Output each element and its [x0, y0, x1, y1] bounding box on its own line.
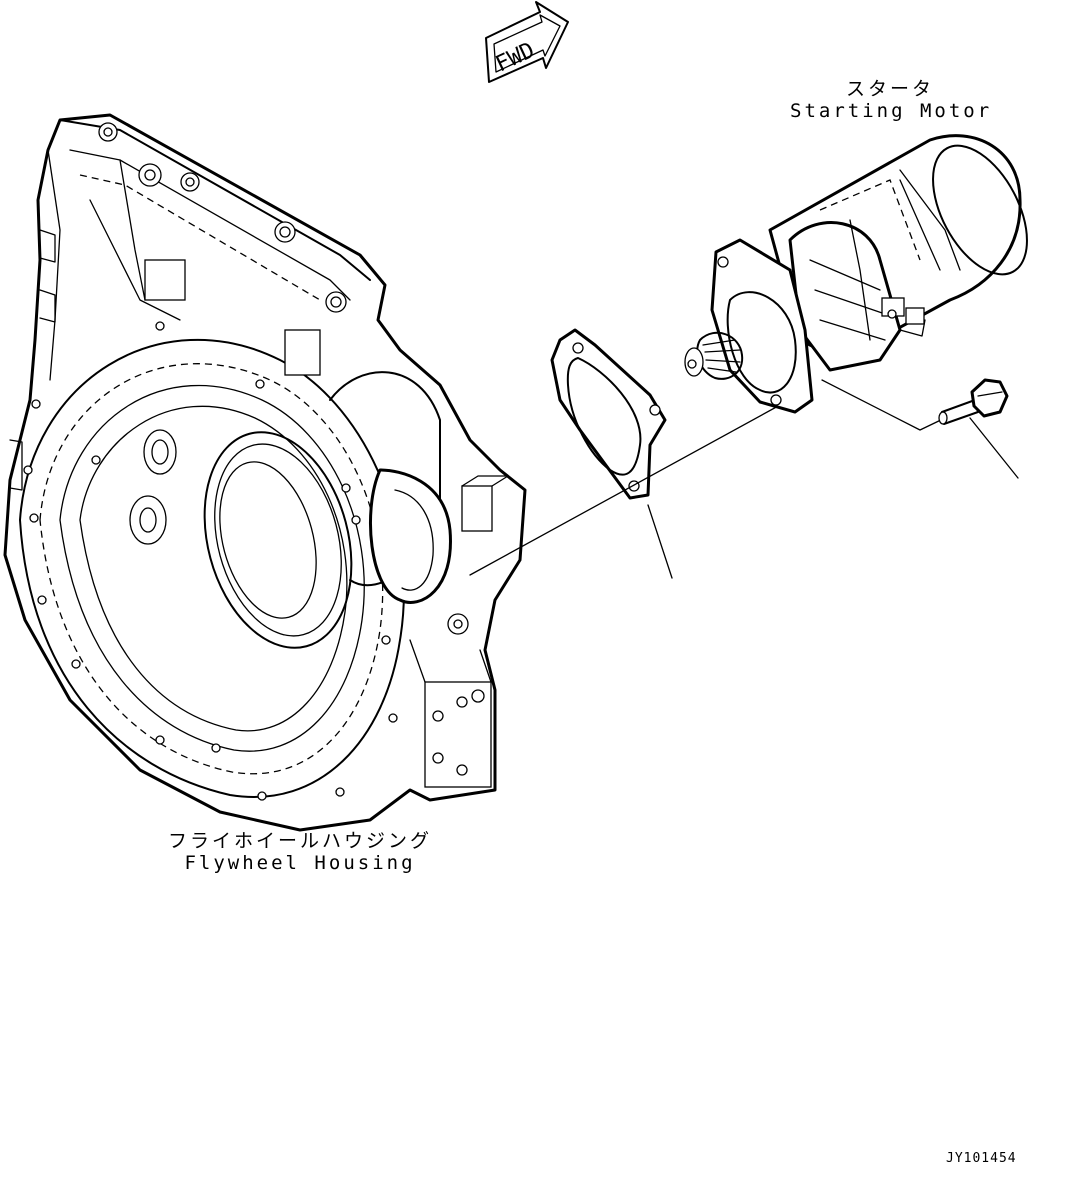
gasket-drawing [550, 328, 673, 579]
figure-id: JY101454 [946, 1151, 1017, 1166]
mounting-bolt-drawing [938, 378, 1019, 479]
alignment-line [469, 404, 781, 576]
flywheel-housing-label-jp: フライホイールハウジング [167, 830, 432, 852]
starting-motor-label: スタータ Starting Motor [790, 78, 990, 122]
flywheel-housing-label-en: Flywheel Housing [184, 852, 416, 874]
starting-motor-label-en: Starting Motor [790, 100, 993, 122]
starting-motor-label-jp: スタータ [845, 78, 934, 100]
fwd-arrow-marker: FWD [485, 1, 569, 83]
flywheel-housing-drawing [3, 113, 527, 832]
starting-motor-drawing [684, 134, 1028, 431]
flange-bolt-holes [23, 321, 398, 801]
flywheel-housing-label: フライホイールハウジング Flywheel Housing [160, 830, 440, 874]
fwd-label: FWD [492, 38, 539, 77]
